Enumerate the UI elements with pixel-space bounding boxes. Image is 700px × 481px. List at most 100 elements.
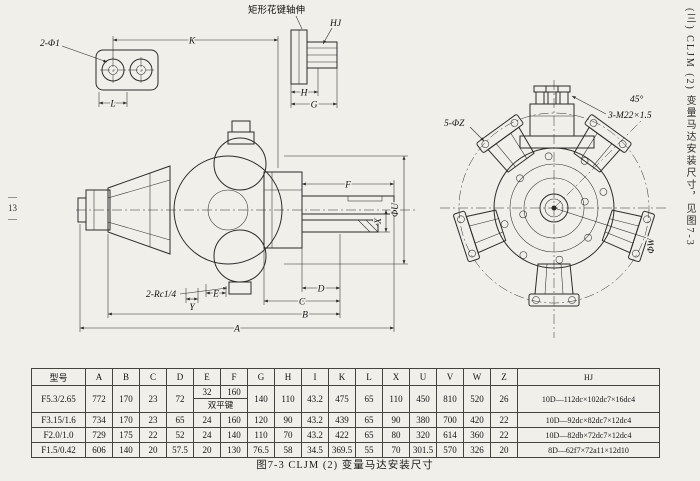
- cell: 65: [355, 427, 383, 443]
- cell: 369.5: [328, 442, 356, 458]
- spline-title: 矩形花键轴伸: [248, 4, 305, 16]
- col-header: F: [220, 368, 248, 386]
- cell: 34.5: [301, 442, 329, 458]
- cell: 65: [355, 412, 383, 428]
- cell: 422: [328, 427, 356, 443]
- cell: 80: [382, 427, 410, 443]
- cell: 20: [490, 442, 518, 458]
- spline-detail: 矩形花键轴伸 HJ H G: [247, 3, 344, 113]
- dimensions-table: 型号 A B C D E F G H I K L X U V W Z HJ F5…: [31, 368, 660, 458]
- housing-bolts: [500, 152, 608, 264]
- dim-label-d: D: [317, 285, 325, 295]
- cell-model: F2.0/1.0: [31, 427, 86, 443]
- cell-hj: 8D—62f7×72a11×12d10: [517, 442, 660, 458]
- end-view: 45°: [440, 80, 668, 338]
- page-number-value: 13: [8, 203, 17, 213]
- col-header: B: [112, 368, 140, 386]
- figure-caption: 图7-3 CLJM (2) 变量马达安装尺寸: [256, 460, 434, 471]
- cell: 20: [139, 442, 167, 458]
- top-view: 2-Φ1 L K: [39, 35, 279, 168]
- cell: 170: [112, 385, 140, 413]
- dim-label-h: H: [300, 89, 309, 99]
- cell: 729: [85, 427, 113, 443]
- dim-label-3-m22: 3-M22×1.5: [607, 111, 652, 121]
- table-row: F1.5/0.42 606 140 20 57.5 20 130 76.5 58…: [31, 442, 660, 458]
- cell: 700: [436, 412, 464, 428]
- cell: 130: [220, 442, 248, 458]
- table-header-row: 型号 A B C D E F G H I K L X U V W Z HJ: [31, 368, 660, 386]
- dim-label-2-phi1: 2-Φ1: [40, 39, 60, 49]
- cell: 90: [274, 412, 302, 428]
- dim-label-c: C: [299, 298, 306, 308]
- cell: 320: [409, 427, 437, 443]
- cell: 326: [463, 442, 491, 458]
- dim-label-phi-w: ΦW: [647, 237, 657, 253]
- cell: 43.2: [301, 427, 329, 443]
- cell-f: 160: [227, 387, 241, 397]
- dim-label-rc: 2-Rc1/4: [146, 290, 176, 300]
- cell-hj: 10D—82db×72dc7×12dc4: [517, 427, 660, 443]
- cell-model: F1.5/0.42: [31, 442, 86, 458]
- col-header: Z: [490, 368, 518, 386]
- cell: 439: [328, 412, 356, 428]
- cell: 450: [409, 385, 437, 413]
- cell: 70: [382, 442, 410, 458]
- cell: 65: [355, 385, 383, 413]
- col-header: X: [382, 368, 410, 386]
- cell: 23: [139, 412, 167, 428]
- cell: 58: [274, 442, 302, 458]
- cell: 90: [382, 412, 410, 428]
- cell: 160: [220, 412, 248, 428]
- col-header: 型号: [31, 368, 86, 386]
- dim-label-45deg: 45°: [630, 94, 644, 105]
- page-number-dash-bottom: —: [8, 214, 17, 224]
- cell: 72: [166, 385, 194, 413]
- cell: 43.2: [301, 412, 329, 428]
- side-view: F ΦU X D C B A E Y 2-Rc1/4: [76, 120, 418, 336]
- technical-figure: 2-Φ1 L K 矩形花键轴伸 HJ H G: [39, 3, 668, 338]
- cell: 606: [85, 442, 113, 458]
- dim-label-y: Y: [189, 303, 196, 313]
- cell: 420: [463, 412, 491, 428]
- cell-e-f-split: 32 160 双平键: [193, 385, 248, 413]
- cell: 57.5: [166, 442, 194, 458]
- cell: 70: [274, 427, 302, 443]
- cell-model: F5.3/2.65: [31, 385, 86, 413]
- cell: 55: [355, 442, 383, 458]
- col-header: V: [436, 368, 464, 386]
- cell: 475: [328, 385, 356, 413]
- cell: 26: [490, 385, 518, 413]
- cell: 120: [247, 412, 275, 428]
- cell: 301.5: [409, 442, 437, 458]
- cell-e: 32: [195, 386, 221, 398]
- cell: 43.2: [301, 385, 329, 413]
- dim-label-hj: HJ: [329, 19, 342, 29]
- cell-hj: 10D—92dc×82dc7×12dc4: [517, 412, 660, 428]
- dim-label-a: A: [233, 325, 240, 335]
- cell: 140: [112, 442, 140, 458]
- cell: 170: [112, 412, 140, 428]
- cell: 22: [139, 427, 167, 443]
- cell: 22: [490, 427, 518, 443]
- cell: 360: [463, 427, 491, 443]
- col-header: HJ: [517, 368, 660, 386]
- col-header: E: [193, 368, 221, 386]
- cell: 175: [112, 427, 140, 443]
- cell: 22: [490, 412, 518, 428]
- dim-label-phi-u: ΦU: [391, 202, 401, 217]
- dim-label-x: X: [374, 217, 384, 225]
- cell: 52: [166, 427, 194, 443]
- cell: 110: [247, 427, 275, 443]
- col-header: C: [139, 368, 167, 386]
- cell-hj: 10D—112dc×102dc7×16dc4: [517, 385, 660, 413]
- cell: 614: [436, 427, 464, 443]
- cell: 520: [463, 385, 491, 413]
- col-header: W: [463, 368, 491, 386]
- dim-label-g: G: [311, 101, 318, 111]
- col-header: U: [409, 368, 437, 386]
- table-row: F2.0/1.0 729 175 22 52 24 140 110 70 43.…: [31, 427, 660, 443]
- cell-ef-note: 双平键: [207, 400, 234, 410]
- cell: 76.5: [247, 442, 275, 458]
- margin-section-title: (三) CLJM (2) 变量马达安装尺寸，见图7-3: [684, 8, 695, 247]
- cell: 734: [85, 412, 113, 428]
